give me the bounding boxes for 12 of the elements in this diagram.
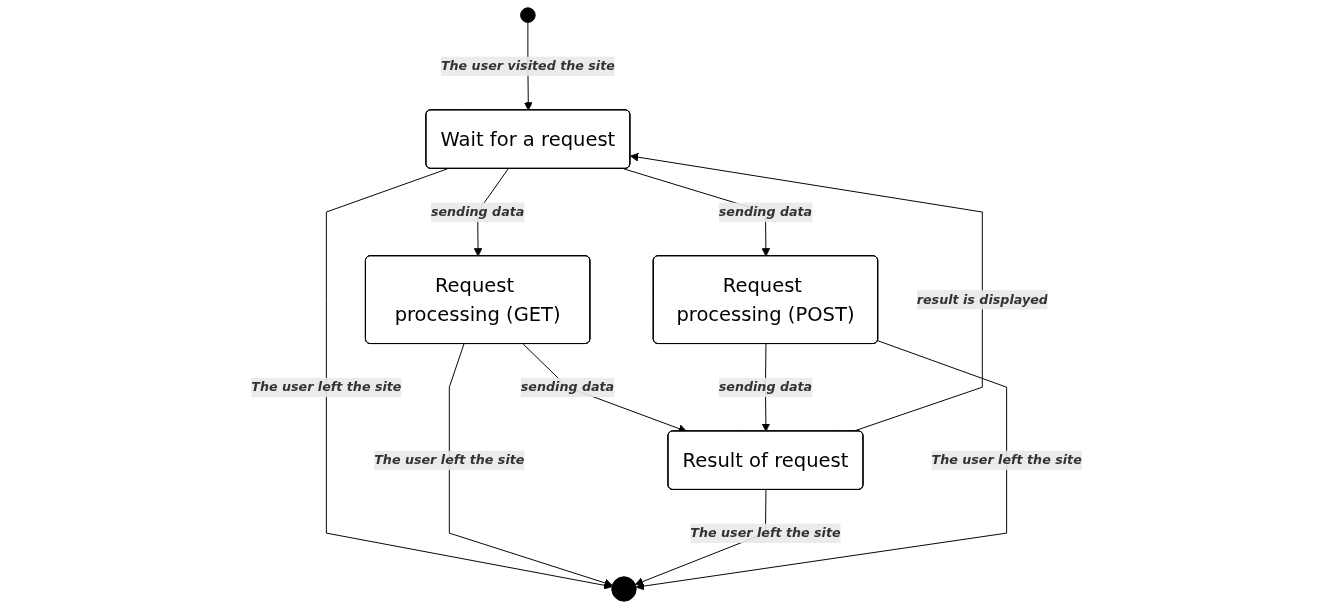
node-circle bbox=[611, 576, 637, 602]
edge-label: result is displayed bbox=[916, 292, 1048, 307]
edge-label: sending data bbox=[520, 379, 615, 395]
edge-label: The user left the site bbox=[931, 452, 1082, 468]
edge-label: sending data bbox=[718, 379, 813, 395]
edge-label: The user left the site bbox=[690, 525, 841, 541]
edge-label: The user left the site bbox=[374, 452, 525, 468]
edge-label: The user visited the site bbox=[440, 58, 615, 74]
edge-label: The user left the site bbox=[251, 379, 402, 395]
node-circle bbox=[520, 7, 536, 23]
edge-label: sending data bbox=[430, 204, 525, 220]
edge-label: sending data bbox=[718, 204, 813, 220]
